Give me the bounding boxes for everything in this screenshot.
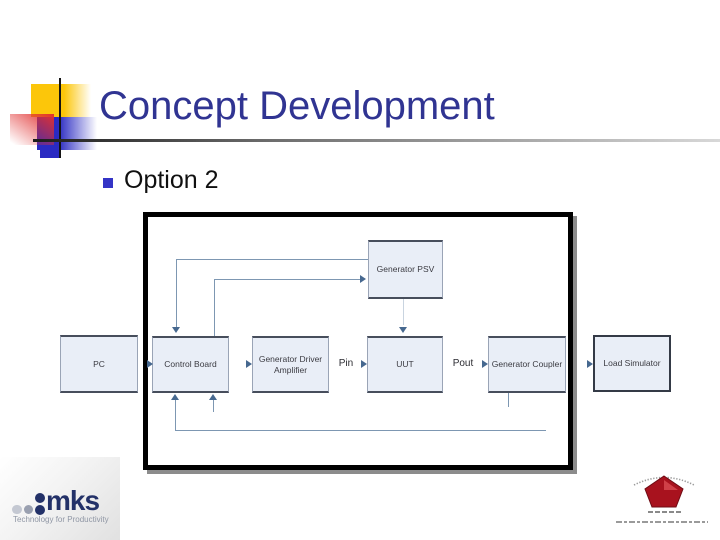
arrow-pout-to-coupler-icon: [482, 360, 488, 368]
signal-label-pout: Pout: [452, 358, 474, 369]
program-logo-pentagon-icon: [644, 475, 684, 508]
block-pc: PC: [60, 335, 138, 393]
program-logo-arc-text: [633, 476, 695, 486]
block-uut-label: UUT: [396, 359, 414, 370]
connector-coupler-bottom-stub: [508, 393, 509, 407]
block-control-board: Control Board: [152, 336, 229, 393]
block-generator-psv: Generator PSV: [368, 240, 443, 299]
arrow-down-into-control-board-icon: [172, 327, 180, 333]
block-control-board-label: Control Board: [164, 359, 217, 370]
connector-psv-to-controlboard-h: [176, 259, 368, 260]
block-generator-coupler: Generator Coupler: [488, 336, 566, 393]
block-generator-driver-amplifier-label: Generator Driver Amplifier: [258, 354, 323, 375]
block-load-simulator-label: Load Simulator: [603, 358, 661, 369]
mks-dot-1-icon: [13, 505, 22, 514]
block-generator-driver-amplifier: Generator Driver Amplifier: [252, 336, 329, 393]
program-logo: [616, 475, 708, 523]
block-generator-psv-label: Generator PSV: [376, 264, 435, 275]
arrow-control-board-to-amplifier-icon: [246, 360, 252, 368]
mks-dot-3-icon: [35, 505, 45, 515]
block-generator-coupler-label: Generator Coupler: [491, 359, 563, 370]
block-load-simulator: Load Simulator: [593, 335, 671, 392]
mks-dot-top-icon: [35, 493, 45, 503]
slide-title: Concept Development: [99, 84, 495, 128]
deco-blue-small-square: [40, 150, 59, 158]
block-pc-label: PC: [93, 358, 105, 369]
arrow-up-into-control-board-right-icon: [209, 394, 217, 400]
connector-feedback-v: [175, 400, 176, 430]
connector-controlboard-to-psv-v: [214, 279, 215, 336]
title-underline-rule: [33, 139, 720, 142]
program-logo-pentagon-highlight: [664, 480, 678, 490]
arrow-pc-to-control-board-icon: [147, 360, 153, 368]
deco-yellow-square: [31, 84, 91, 117]
block-uut: UUT: [367, 336, 443, 393]
bullet-text: Option 2: [124, 166, 219, 194]
mks-wordmark: mks: [46, 485, 100, 516]
connector-feedback-h: [175, 430, 546, 431]
connector-controlboard-to-psv-h: [214, 279, 360, 280]
arrow-up-into-control-board-left-icon: [171, 394, 179, 400]
connector-psv-to-controlboard-v: [176, 259, 177, 327]
mks-dot-2-icon: [24, 505, 33, 514]
arrow-right-into-psv-icon: [360, 275, 366, 283]
deco-vertical-line: [59, 78, 61, 158]
connector-controlboard-bottom-stub: [213, 400, 214, 412]
arrow-pin-to-uut-icon: [361, 360, 367, 368]
arrow-down-into-uut-icon: [399, 327, 407, 333]
connector-psv-to-uut-v: [403, 299, 404, 325]
mks-tagline: Technology for Productivity: [13, 515, 109, 524]
signal-label-pin: Pin: [338, 358, 354, 369]
bullet-icon: [103, 178, 113, 188]
arrow-coupler-to-load-simulator-icon: [587, 360, 593, 368]
